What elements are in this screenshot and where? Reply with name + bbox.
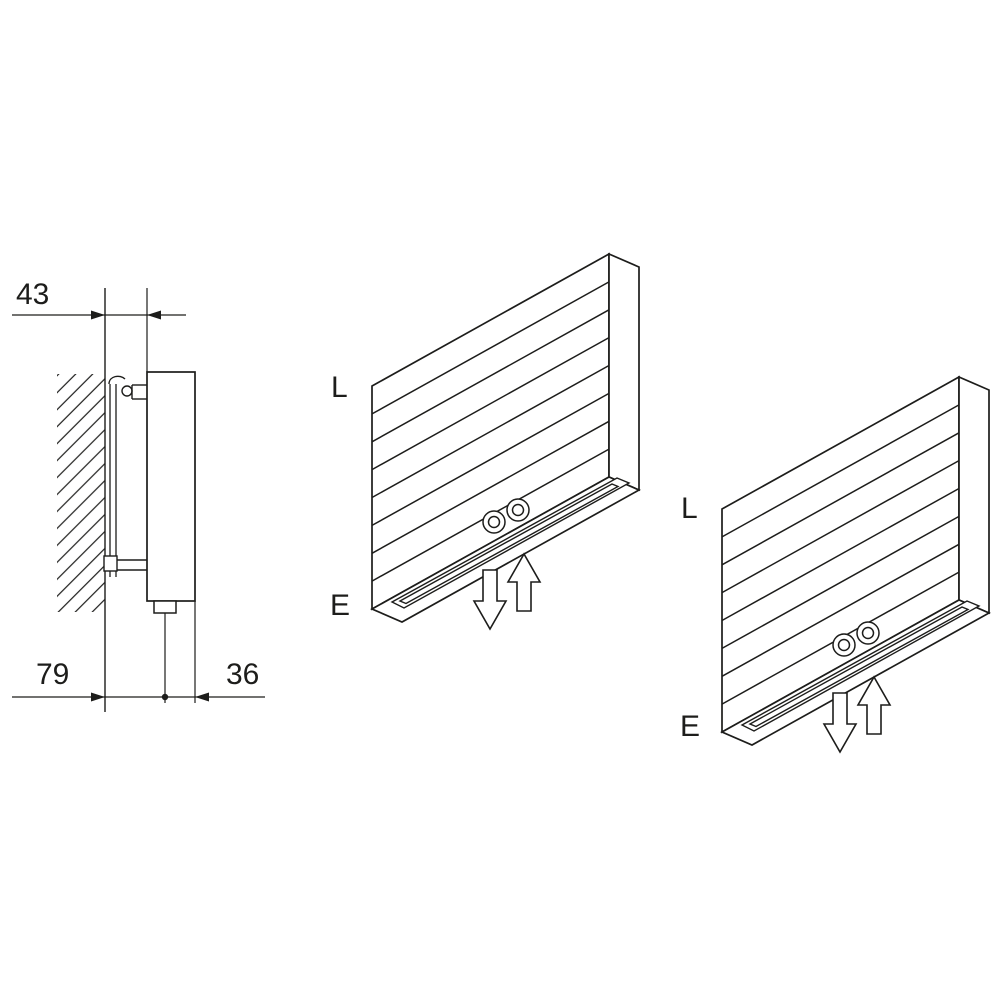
dim-arrowhead: [195, 692, 209, 702]
port-label-e-right: E: [680, 710, 700, 743]
dim-arrowhead: [91, 692, 105, 702]
dim-point-marker: [161, 693, 169, 701]
pipe-fitting: [153, 600, 177, 614]
dim-label-wall-to-pipe: 79: [36, 658, 69, 691]
mounting-rail: [109, 384, 117, 577]
radiator-unit-middle: [371, 253, 640, 630]
dim-label-pipe-to-front: 36: [226, 658, 259, 691]
mounting-bracket-top: [108, 375, 147, 400]
port-label-e-middle: E: [330, 589, 350, 622]
mounting-bracket-bottom: [103, 555, 147, 572]
dim-arrowhead: [91, 310, 105, 320]
side-view-diagram: [12, 288, 265, 712]
port-label-l-right: L: [681, 492, 698, 525]
radiator-unit-right: [721, 376, 990, 753]
wall-hatch: [57, 374, 105, 612]
port-label-l-middle: L: [331, 371, 348, 404]
radiator-panel-profile: [146, 371, 196, 602]
dim-arrowhead: [147, 310, 161, 320]
dimension-gap: [12, 310, 186, 320]
dimension-bottom: [12, 692, 265, 702]
dim-label-gap: 43: [16, 278, 49, 311]
